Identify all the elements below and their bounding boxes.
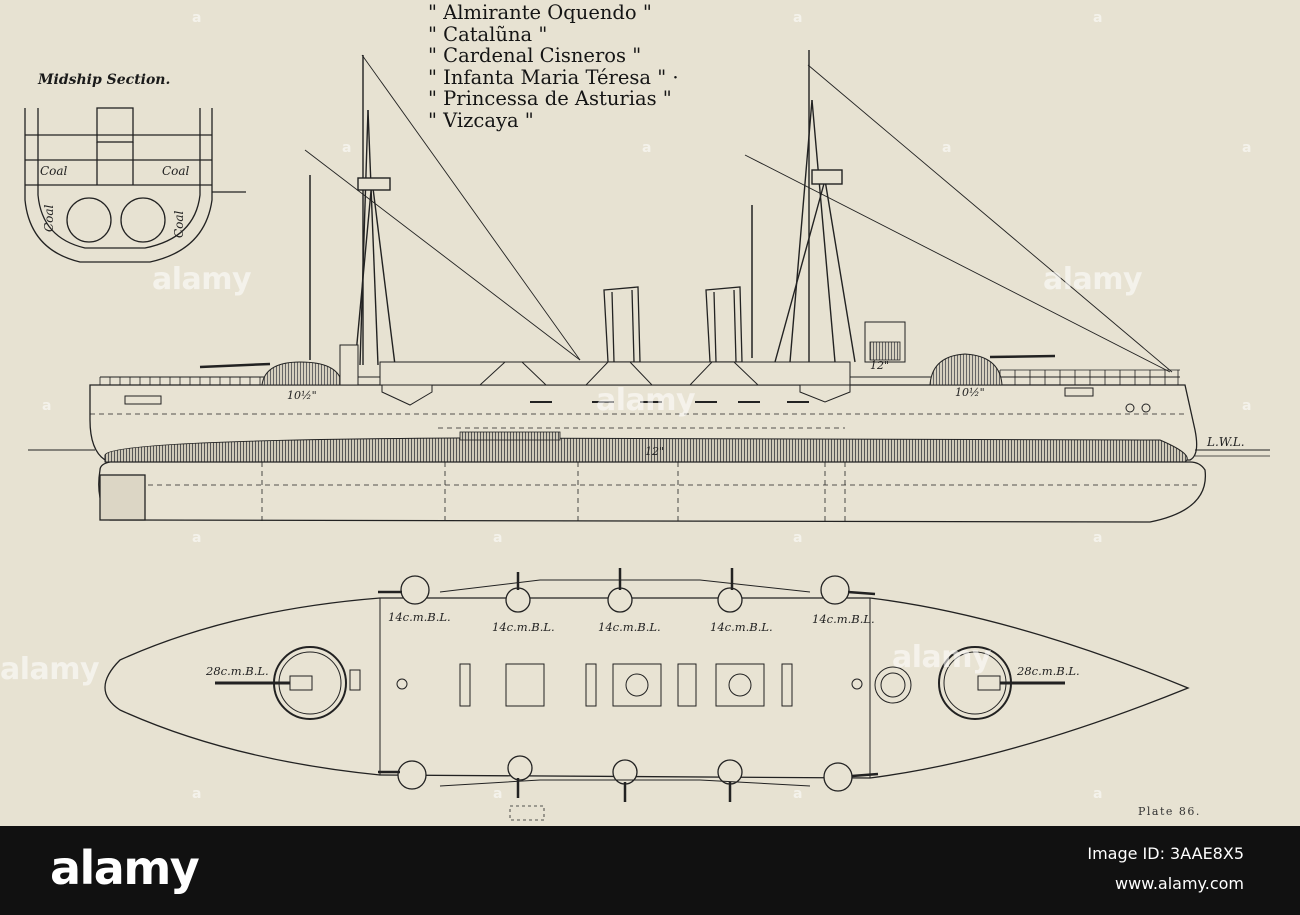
watermark-mark: a <box>793 10 803 26</box>
watermark-mark: a <box>42 398 52 414</box>
midship-section <box>24 107 246 263</box>
title-line-1: " Almirante Oquendo " <box>428 1 652 24</box>
site-url-link[interactable]: www.alamy.com <box>1115 874 1244 893</box>
waterline-label: L.W.L. <box>1207 435 1245 449</box>
ship-drawing <box>24 50 1270 821</box>
watermark-mark: a <box>1242 398 1252 414</box>
gun-label-14cm-5: 14c.m.B.L. <box>812 612 875 626</box>
watermark-mark: a <box>1242 140 1252 156</box>
midship-section-title: Midship Section. <box>38 72 171 88</box>
armour-label-aft: 10½" <box>955 386 985 399</box>
ship-names-title: " Almirante Oquendo " " Catalũna " " Car… <box>428 2 679 131</box>
watermark-mark: a <box>642 140 652 156</box>
coal-label-side-right: Coal <box>172 210 186 238</box>
watermark-mark: a <box>192 530 202 546</box>
watermark-alamy: alamy <box>596 383 696 418</box>
watermark-mark: a <box>493 786 503 802</box>
gun-label-28cm-aft: 28c.m.B.L. <box>1017 664 1080 678</box>
title-line-4: " Infanta Maria Téresa " · <box>428 65 679 89</box>
hull-elevation <box>28 321 1270 523</box>
armour-label-conning: 12" <box>870 359 890 372</box>
title-line-2: " Catalũna " <box>428 22 548 46</box>
plan-view <box>104 568 1190 821</box>
watermark-alamy: alamy <box>892 640 992 675</box>
watermark-alamy: alamy <box>1043 262 1143 297</box>
coal-label-side-left: Coal <box>42 204 56 232</box>
watermark-mark: a <box>942 140 952 156</box>
drawing-plate: " Almirante Oquendo " " Catalũna " " Car… <box>0 0 1300 826</box>
gun-label-28cm-fore: 28c.m.B.L. <box>206 664 269 678</box>
watermark-alamy: alamy <box>0 652 100 687</box>
watermark-mark: a <box>342 140 352 156</box>
plate-number: Plate 86. <box>1138 805 1201 818</box>
funnels <box>603 286 743 363</box>
title-line-3: " Cardenal Cisneros " <box>428 44 642 67</box>
gun-label-14cm-2: 14c.m.B.L. <box>492 620 555 634</box>
watermark-mark: a <box>192 786 202 802</box>
image-id-text: Image ID: 3AAE8X5 <box>1087 844 1244 863</box>
gun-label-14cm-1: 14c.m.B.L. <box>388 610 451 624</box>
coal-label-right: Coal <box>162 164 190 178</box>
gun-label-14cm-4: 14c.m.B.L. <box>710 620 773 634</box>
rigging <box>304 54 1173 373</box>
stock-footer-bar: alamy Image ID: 3AAE8X5 www.alamy.com <box>0 826 1300 915</box>
watermark-mark: a <box>1093 10 1103 26</box>
armour-label-belt: 12" <box>645 445 665 458</box>
watermark-mark: a <box>793 786 803 802</box>
coal-label-left: Coal <box>40 164 68 178</box>
watermark-mark: a <box>1093 530 1103 546</box>
title-line-5: " Princessa de Asturias " <box>428 87 672 110</box>
gun-label-14cm-3: 14c.m.B.L. <box>598 620 661 634</box>
alamy-logo[interactable]: alamy <box>50 841 200 895</box>
watermark-mark: a <box>493 530 503 546</box>
masts <box>354 50 856 366</box>
watermark-mark: a <box>192 10 202 26</box>
title-line-6: " Vizcaya " <box>428 108 534 132</box>
watermark-mark: a <box>793 530 803 546</box>
watermark-alamy: alamy <box>152 262 252 297</box>
armour-label-fore: 10½" <box>287 389 317 402</box>
watermark-mark: a <box>1093 786 1103 802</box>
